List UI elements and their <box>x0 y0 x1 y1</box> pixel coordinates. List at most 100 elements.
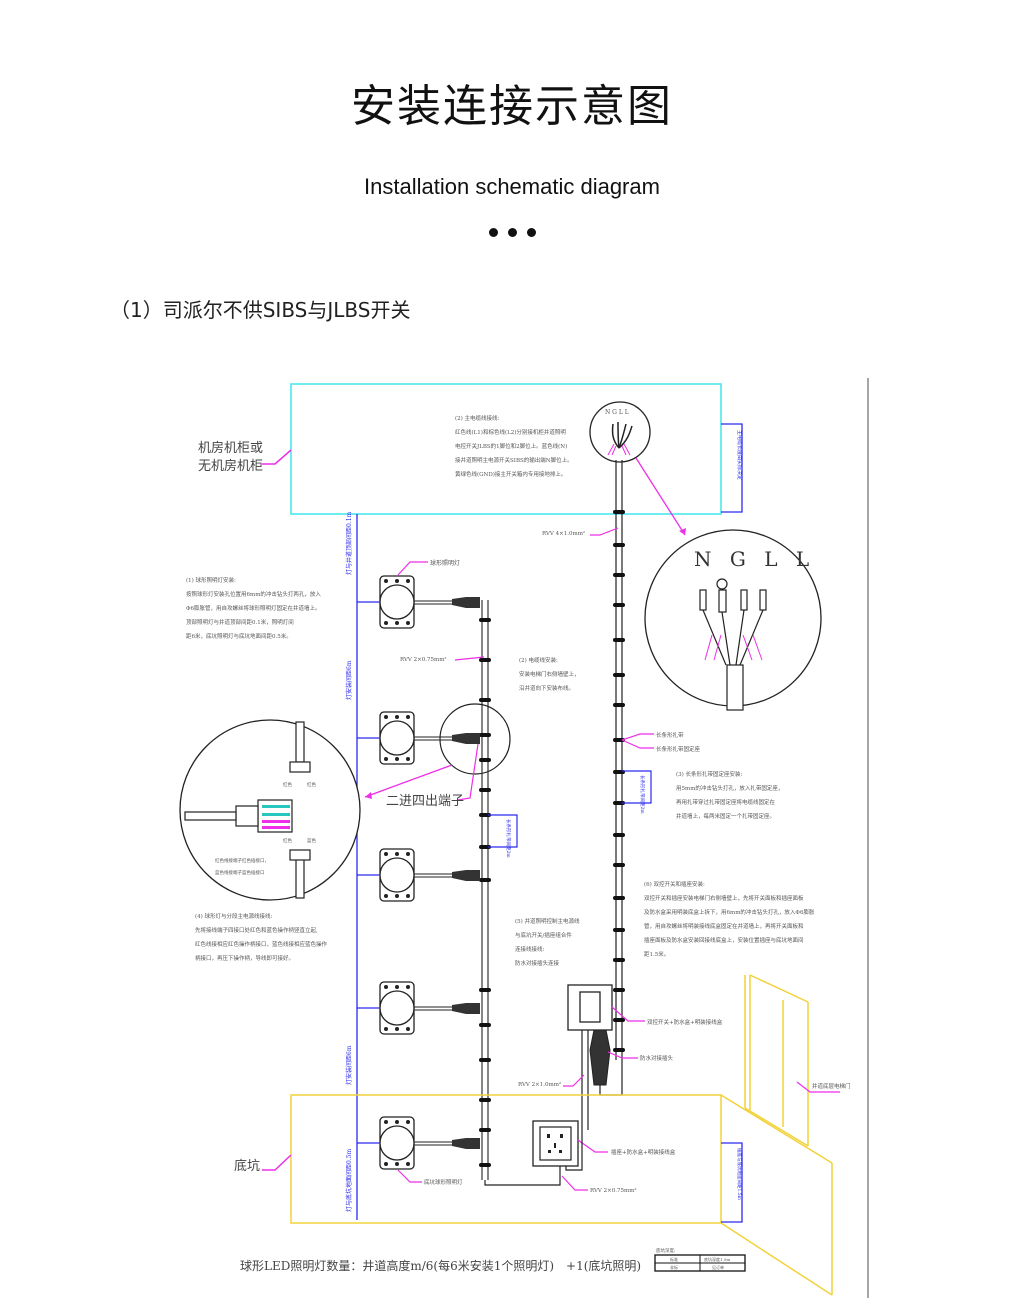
connector-small-label: N G L L <box>605 409 629 416</box>
cable-clip <box>613 573 625 577</box>
elevator-door <box>720 974 833 1296</box>
note-line: Φ6膨胀管，用自攻螺丝将球形照明灯固定在井道墙上。 <box>186 604 321 612</box>
note-line: 与底坑开关/插座组合件 <box>515 931 572 939</box>
decorative-dots <box>0 222 1024 241</box>
leader-line <box>262 449 292 465</box>
note-line: 管，用自攻螺丝将明装接线底盒固定在井道墙上，再将开关面板和 <box>644 922 804 930</box>
dim-spacing-label: 灯安装间距6m <box>345 660 353 700</box>
leader-line <box>454 656 485 661</box>
table-caption: 底坑深度: <box>656 1247 676 1254</box>
cable-clip <box>613 896 625 900</box>
clip-spacing-label-2: 长条形扎带间距2m <box>505 819 512 858</box>
page-title: 安装连接示意图 <box>351 81 673 132</box>
note-cable-install: (2) 电缆线安装: 安装电梯门右侧墙壁上， 沿井道向下安装布线。 <box>519 656 580 692</box>
pit-label: 底坑 <box>234 1158 260 1174</box>
leader-line <box>397 561 428 576</box>
note-line: (3) 长条形扎带固定座安装: <box>676 770 743 778</box>
socket-holes <box>547 1134 563 1153</box>
cable-socket-label: RVV 2×0.75mm² <box>590 1187 637 1194</box>
terminal-wire-colors <box>262 805 290 829</box>
note-switch-socket: (6) 双控开关和插座安装: 双控开关和插座安装电梯门右侧墙壁上，先将开关面板和… <box>644 880 815 958</box>
pit-box <box>290 1094 722 1224</box>
socket-icon <box>539 1126 572 1161</box>
switch-label: 双控开关+防水盒+明装接线盒 <box>647 1018 723 1026</box>
note-line: 防水对接插头连接 <box>515 959 560 967</box>
machine-room-box <box>290 383 722 515</box>
cable-clip <box>613 603 625 607</box>
dot-icon <box>488 228 498 237</box>
cable-branch-label: RVV 2×0.75mm² <box>400 656 447 663</box>
table-cell: 非标 <box>670 1264 678 1270</box>
cable-clip <box>479 1098 491 1102</box>
note-line: 红色线接相应红色操作柄接口，蓝色线接相应蓝色操作 <box>195 940 328 948</box>
cable-clip <box>613 543 625 547</box>
note-lamp-wiring: (4) 球形灯与分段主电源线接线: 先将接线端子四接口处红色和蓝色操作柄竖直立起… <box>195 912 328 962</box>
door-label: 井道底层电梯门 <box>812 1082 851 1090</box>
cable-clip <box>479 845 491 849</box>
note-line: 及防水盒采用明装底盒上拆下，用6mm的冲击钻头打孔，放入Φ6膨胀 <box>644 908 815 916</box>
table-cell: 见订单 <box>712 1264 724 1270</box>
dimension-line <box>721 423 743 513</box>
note-line: 再用扎带穿过扎带固定座将电缆线固定在 <box>676 798 776 806</box>
note-line: 接井道照明主电源开关SIBS的输出端N脚位上。 <box>455 456 573 464</box>
note-line: 电控开关JLBS的1脚位和2脚位上。蓝色线(N) <box>455 442 567 450</box>
lamp-count-formula: 球形LED照明灯数量：井道高度m/6(每6米安装1个照明灯) +1(底坑照明) <box>240 1258 641 1273</box>
note-main-cable: (2) 主电缆线接线: 红色线(L1)和棕色线(L2)分别接机柜井道照明 电控开… <box>455 414 573 478</box>
cable-clip <box>613 510 625 514</box>
cable-clip <box>613 738 625 742</box>
lamp-icon <box>357 848 480 902</box>
wire-fan-color <box>607 443 631 456</box>
lamp-icon <box>357 981 480 1035</box>
note-line: 用5mm的冲击钻头打孔，放入扎带固定座， <box>676 784 783 792</box>
pit-lamp-label: 底坑球形照明灯 <box>424 1178 463 1186</box>
note-line: 连接线接线: <box>515 945 545 953</box>
inset-label: 红色 <box>283 837 292 844</box>
connector-detail-small <box>589 401 651 463</box>
callout-arrow <box>635 457 686 536</box>
cable-clip <box>479 658 491 662</box>
note-line: 红色线(L1)和棕色线(L2)分别接机柜井道照明 <box>455 428 566 436</box>
wire-fan-icon <box>611 421 633 449</box>
cable-clip <box>479 733 491 737</box>
cable-clip <box>613 958 625 962</box>
connector-large-label: N G L L <box>694 547 815 571</box>
note-line: 距1.5米。 <box>644 950 669 958</box>
lamp-icon <box>357 711 480 765</box>
cable-clip <box>613 1048 625 1052</box>
page-subtitle: Installation schematic diagram <box>364 174 660 199</box>
inset-note: 红色线接端子红色插接口， <box>215 857 269 864</box>
inset-label: 红色 <box>283 781 292 788</box>
note-line: (4) 球形灯与分段主电源线接线: <box>195 912 273 920</box>
lamps <box>357 575 480 1170</box>
note-line: 柄接口，再压下操作柄，导线即可接好。 <box>195 954 294 962</box>
clip-label: 长条形扎带 <box>656 731 684 739</box>
inset-color-labels: 红色 红色 红色 蓝色 红色线接端子红色插接口， 蓝色线接端子蓝色插接口 <box>215 781 316 876</box>
terminal-lugs-icon <box>699 578 767 711</box>
machine-room-label-2: 无机房机柜 <box>198 458 263 474</box>
terminal-label: 二进四出端子 <box>386 794 464 809</box>
table-cell: 标准 <box>670 1256 678 1262</box>
dim-right-bottom-label: 插座与底坑地面间距1.5m <box>736 1148 743 1201</box>
cable-pit-label: RVV 2×1.0mm² <box>518 1081 561 1088</box>
dim-right-top-label: 主电缆长度由实际决定 <box>736 430 743 480</box>
pit-depth-table: 标准 底坑深度1.5m 非标 见订单 <box>654 1254 746 1272</box>
cable-clip <box>479 1058 491 1062</box>
waterproof-label: 防水对接插头 <box>640 1054 674 1062</box>
leader-line <box>590 527 619 536</box>
note-line: 双控开关和插座安装电梯门右侧墙壁上，先将开关面板和插座面板 <box>644 894 804 902</box>
switch-icon <box>579 991 601 1023</box>
section-heading: （1）司派尔不供SIBS与JLBS开关 <box>110 298 411 322</box>
note-line: 沿井道向下安装布线。 <box>519 684 574 692</box>
dot-icon <box>526 228 536 237</box>
machine-room-label-1: 机房机柜或 <box>198 440 263 456</box>
socket-label: 插座+防水盒+明装接线盒 <box>611 1148 676 1156</box>
cable-clip <box>479 813 491 817</box>
cable-clip <box>613 638 625 642</box>
note-line: 按照球形灯安装孔位置用6mm的冲击钻头打两孔，放入 <box>186 590 321 598</box>
inset-note: 蓝色线接端子蓝色插接口 <box>215 869 265 876</box>
clip-spacing-label: 长条形扎带间距2m <box>639 775 646 814</box>
lamp-label: 球形照明灯 <box>430 559 460 567</box>
clip-base-label: 长条形扎带固定座 <box>656 745 701 753</box>
cable-clip <box>613 988 625 992</box>
note-line: 先将接线端子四接口处红色和蓝色操作柄竖直立起, <box>195 926 318 934</box>
